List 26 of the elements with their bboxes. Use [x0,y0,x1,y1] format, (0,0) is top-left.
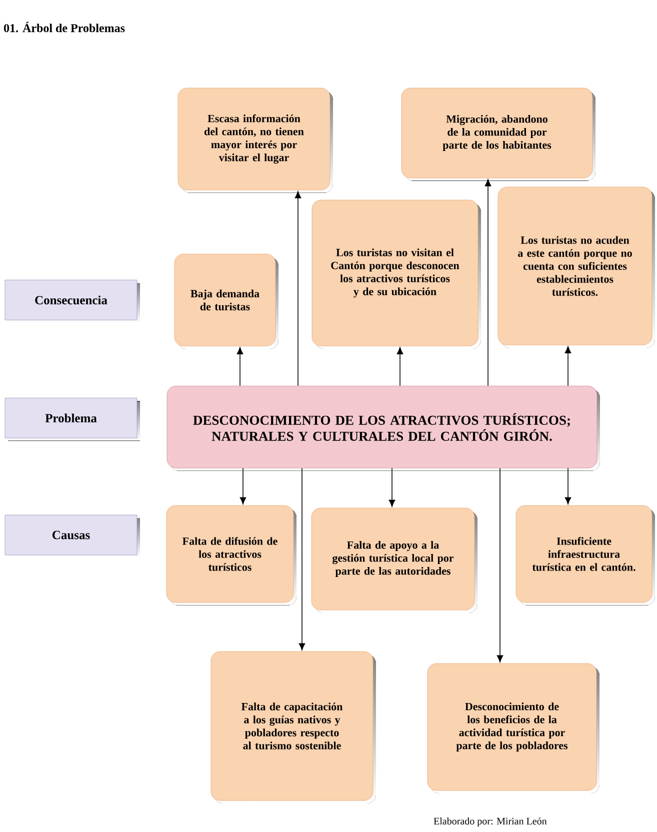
arrow [298,468,306,650]
credit-note: Elaborado por: Mirian León [434,817,547,827]
arrow [484,179,492,386]
consequence-cause-box: Falta de capacitación a los guías nativos y pobladores respecto al turismo sostenible [210,651,376,804]
consequence-cause-box: Desconocimiento de los beneficios de la actividad turística por parte de los pobladores [427,663,600,794]
arrow [564,468,572,504]
arrow [396,347,404,386]
arrow [564,346,572,386]
row-label-box: Problema [4,398,140,441]
problem-box: DESCONOCIMIENTO DE LOS ATRACTIVOS TURÍSTICOS; NATURALES Y CULTURALES DEL CANTÓN GIRÓN. [166,386,600,471]
row-label-box: Consecuencia [4,280,140,323]
consequence-cause-box: Escasa información del cantón, no tienen mayor interés por visitar el lugar [178,88,333,193]
consequence-cause-box: Los turistas no acuden a este cantón porque no cuenta con suficientes establecimientos turísticos. [498,186,655,348]
consequence-cause-box: Baja demanda de turistas [174,254,278,349]
consequence-cause-box: Migración, abandono de la comunidad por parte de los habitantes [401,88,596,181]
arrow [496,468,504,662]
arrow [240,468,246,504]
title: 01. Árbol de Problemas [4,22,125,32]
arrow [236,347,244,386]
row-label-box: Causas [4,514,140,558]
consequence-cause-box: Los turistas no visitan el Cantón porque desconocen los atractivos turísticos y de su ubicación [312,200,481,349]
consequence-cause-box: Falta de difusión de los atractivos turísticos [166,505,296,606]
arrow [294,191,302,386]
arrow [388,468,396,507]
consequence-cause-box: Falta de apoyo a la gestión turística local por parte de las autoridades [311,508,478,613]
consequence-cause-box: Insuficiente infraestructura turística en el cantón. [516,505,655,606]
